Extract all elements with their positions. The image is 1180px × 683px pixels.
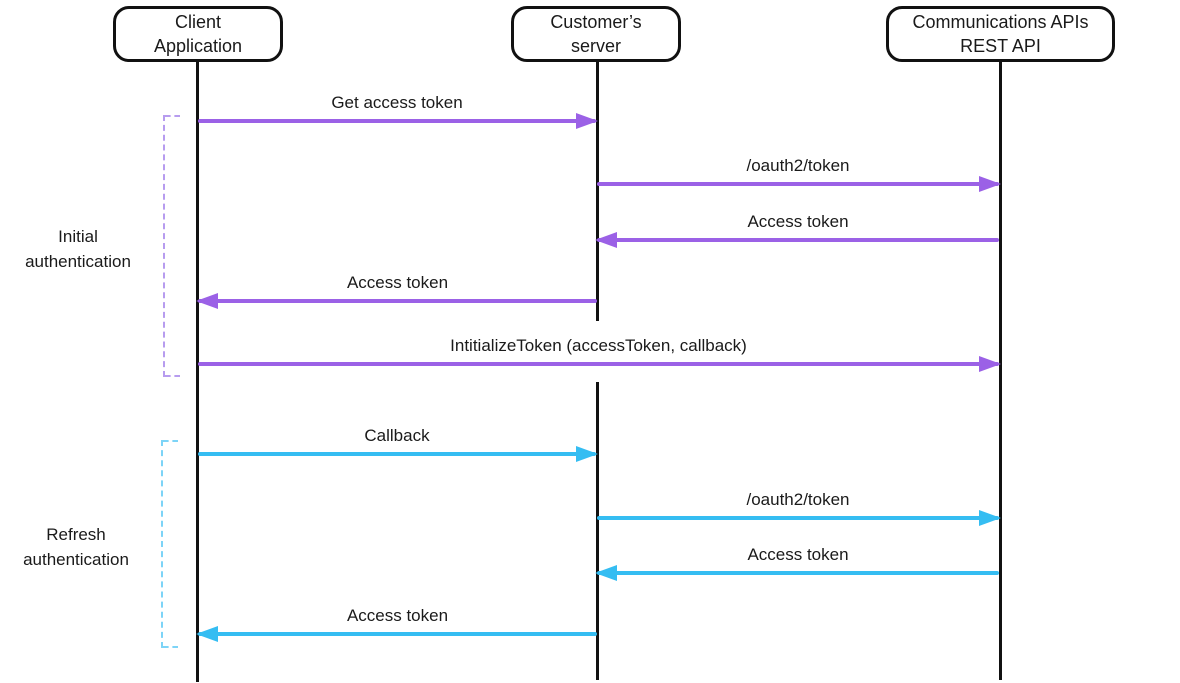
message-oauth2-token-refresh: /oauth2/token (597, 486, 1001, 526)
arrowhead-right-icon (979, 356, 1001, 372)
message-label: Access token (747, 212, 849, 231)
actor-label-client-application: Client Application (153, 12, 243, 56)
message-access-token-to-client-initial: Access token (196, 269, 597, 309)
initial-authentication-bracket (163, 115, 183, 377)
message-arrow-line (198, 452, 596, 456)
message-label: Access token (346, 606, 449, 625)
message-label: Access token (346, 273, 449, 292)
message-label: /oauth2/token (746, 156, 850, 175)
message-arrow-line (198, 119, 596, 123)
actor-box-client-application: Client Application (113, 6, 283, 62)
actor-label-customer-server: Customer’s server (550, 12, 642, 56)
message-access-token-to-server-initial: Access token (595, 208, 999, 248)
arrowhead-right-icon (979, 510, 1001, 526)
arrowhead-left-icon (196, 626, 218, 642)
message-label: Callback (364, 426, 430, 445)
message-callback: Callback (198, 422, 598, 462)
message-arrow-line (198, 632, 597, 636)
actor-box-customer-server: Customer’s server (511, 6, 681, 62)
message-arrow-line (597, 182, 999, 186)
initial-authentication-label: Initial authentication (25, 227, 131, 271)
arrowhead-right-icon (979, 176, 1001, 192)
message-access-token-to-client-refresh: Access token (196, 602, 597, 642)
message-access-token-to-server-refresh: Access token (595, 541, 999, 581)
lifeline-client-application (196, 62, 199, 682)
message-arrow-line (597, 571, 999, 575)
message-oauth2-token-initial: /oauth2/token (597, 152, 1001, 192)
arrowhead-right-icon (576, 446, 598, 462)
arrowhead-left-icon (196, 293, 218, 309)
lifeline-customer-server-lower (596, 382, 599, 680)
message-arrow-line (597, 238, 999, 242)
arrowhead-left-icon (595, 565, 617, 581)
message-label: IntitializeToken (accessToken, callback) (450, 336, 747, 355)
message-label: /oauth2/token (746, 490, 850, 509)
refresh-authentication-bracket (161, 440, 181, 648)
message-initialize-token: IntitializeToken (accessToken, callback) (198, 332, 1001, 372)
message-get-access-token: Get access token (198, 89, 598, 129)
refresh-authentication-label: Refresh authentication (23, 525, 129, 569)
message-arrow-line (198, 299, 597, 303)
actor-label-communications-rest-api: Communications APIs REST API (912, 12, 1089, 56)
message-label: Access token (747, 545, 849, 564)
lifeline-customer-server-upper (596, 62, 599, 321)
actor-box-communications-rest-api: Communications APIs REST API (886, 6, 1115, 62)
message-label: Get access token (331, 93, 463, 112)
message-arrow-line (597, 516, 999, 520)
arrowhead-left-icon (595, 232, 617, 248)
arrowhead-right-icon (576, 113, 598, 129)
message-arrow-line (198, 362, 999, 366)
